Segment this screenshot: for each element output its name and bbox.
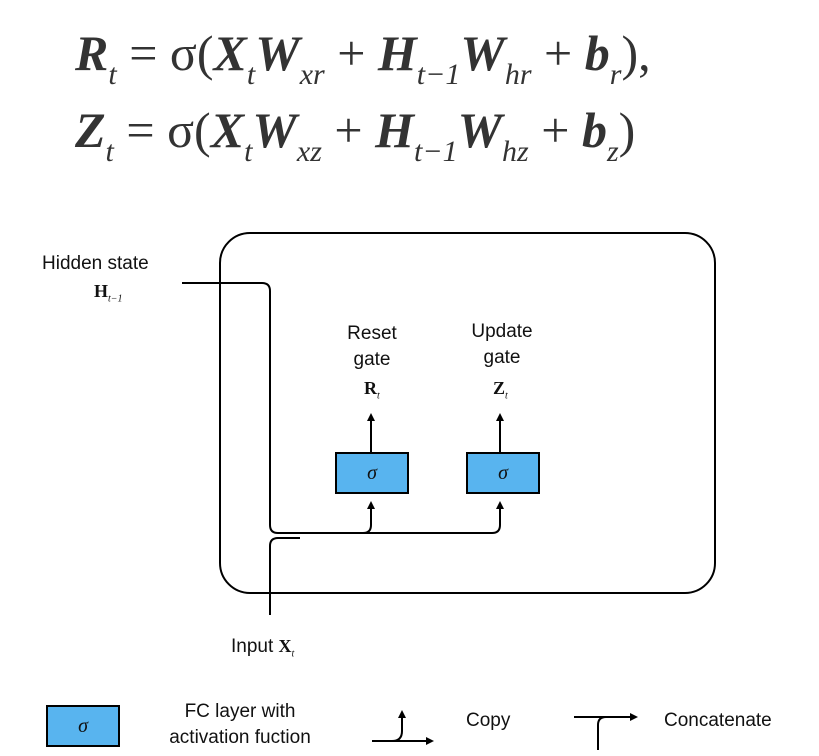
reset-gate-equation: Rt = σ(XtWxr + Ht−1Whr + br),	[75, 25, 651, 91]
legend-concatenate-label: Concatenate	[664, 710, 772, 731]
reset-gate-label: Reset gate	[347, 323, 397, 370]
legend-fc-label: FC layer with activation fuction	[169, 701, 311, 748]
input-label: Input Xt	[231, 636, 295, 660]
legend-concatenate-icon	[597, 713, 638, 750]
legend-copy-branch	[391, 710, 406, 742]
gru-cell-outline	[219, 232, 716, 594]
legend-fc-box	[46, 705, 120, 747]
hidden-state-label: Hidden state	[42, 253, 149, 274]
input-symbol: Xt	[278, 636, 295, 660]
hidden-state-line	[182, 282, 375, 534]
reset-gate-sigma: σ	[367, 462, 377, 484]
legend-sigma: σ	[78, 715, 88, 737]
update-gate-label: Update gate	[471, 321, 533, 368]
update-gate-symbol: Zt	[493, 378, 508, 402]
update-gate-box	[466, 452, 540, 494]
update-gate-sigma: σ	[498, 462, 508, 484]
update-gate-equation: Zt = σ(XtWxz + Ht−1Whz + bz)	[75, 102, 636, 168]
legend-copy-label: Copy	[466, 710, 511, 731]
hidden-state-symbol: Ht−1	[94, 281, 123, 305]
concat-to-update-line	[363, 501, 504, 534]
reset-gate-symbol: Rt	[364, 378, 380, 402]
reset-gate-box	[335, 452, 409, 494]
input-line	[269, 537, 300, 615]
